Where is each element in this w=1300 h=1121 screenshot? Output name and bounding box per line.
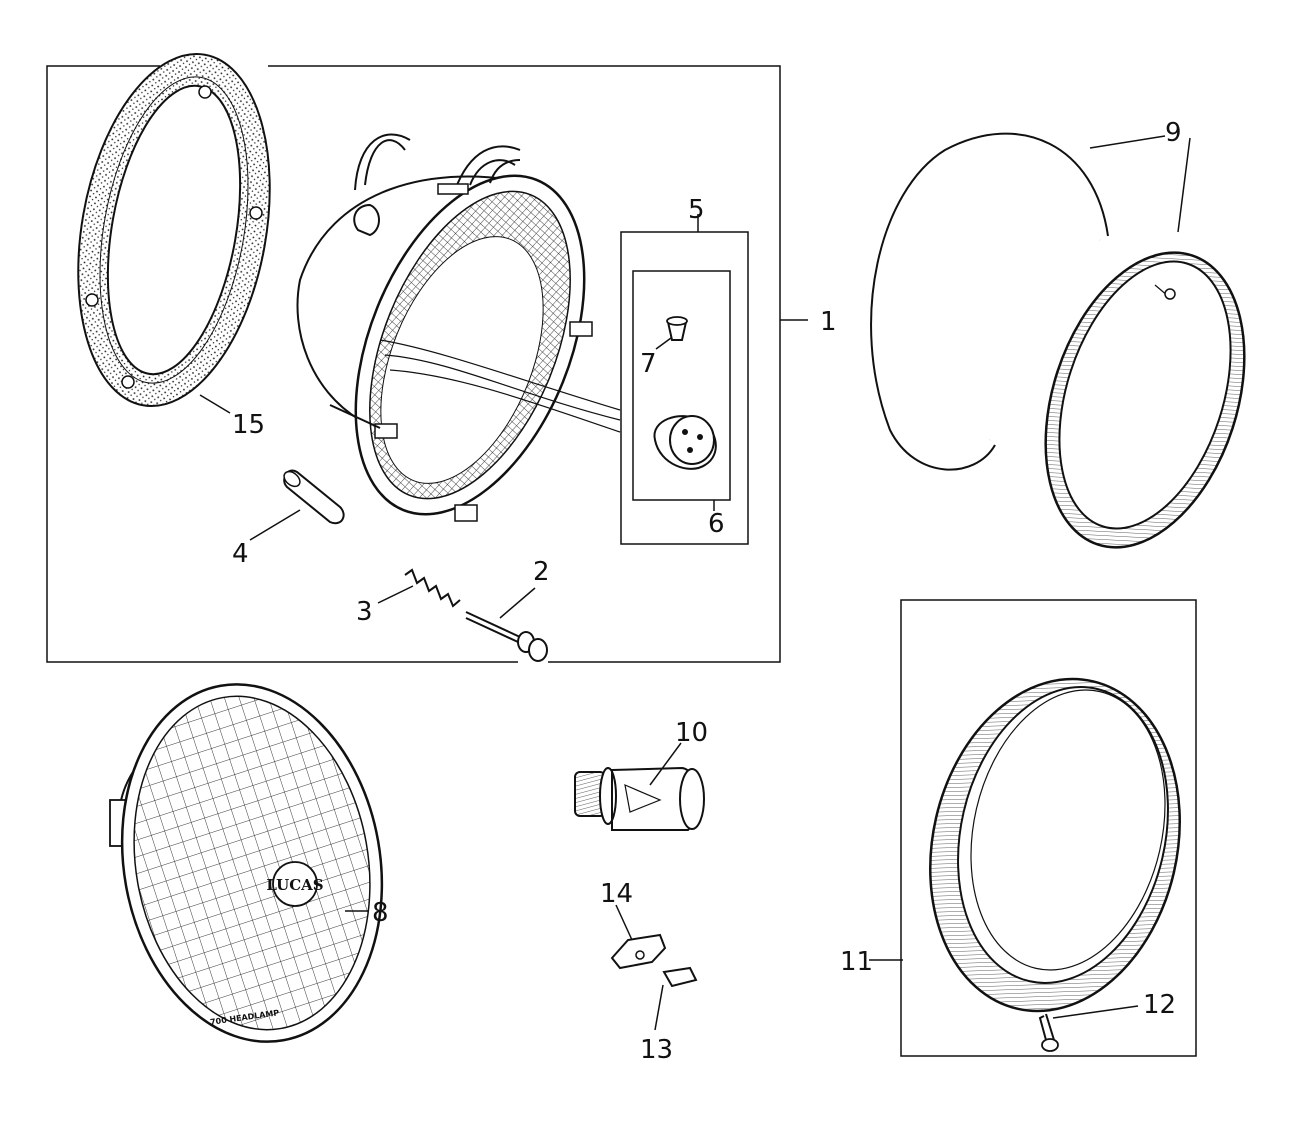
spring-drawing <box>404 568 461 608</box>
callout-15: 15 <box>232 410 265 440</box>
rim-bezel-drawing <box>929 677 1181 1013</box>
screw-drawing <box>1038 1013 1059 1052</box>
callout-4: 4 <box>232 539 249 569</box>
headlamp-shell-drawing <box>296 133 621 522</box>
bulb-drawing <box>574 766 705 831</box>
callout-5: 5 <box>688 195 705 225</box>
bulb-holder-frame-6 <box>632 270 731 501</box>
callout-9: 9 <box>1165 118 1182 148</box>
bulb-holder-frame-5 <box>620 231 749 545</box>
callout-13: 13 <box>640 1035 673 1065</box>
callout-12: 12 <box>1143 990 1176 1020</box>
rim-gasket-drawing <box>77 52 271 408</box>
light-unit-drawing: LUCAS 700 HEADLAMP <box>109 683 384 1043</box>
callout-11: 11 <box>840 947 873 977</box>
assembly-frame-1 <box>46 65 781 663</box>
callout-1: 1 <box>820 307 837 337</box>
leader-lines <box>199 135 1191 1031</box>
callout-8: 8 <box>372 898 389 928</box>
callout-3: 3 <box>356 597 373 627</box>
tube-drawing <box>283 469 345 525</box>
callout-6: 6 <box>708 509 725 539</box>
callout-labels: 1 2 3 4 5 6 7 8 9 10 11 12 13 14 15 <box>232 118 1182 1065</box>
callout-7: 7 <box>640 349 657 379</box>
adjusting-screw-drawing <box>465 611 548 662</box>
clip-13-drawing <box>662 966 698 988</box>
bezel-frame-11 <box>900 599 1197 1057</box>
retaining-rim-drawing <box>870 132 1109 471</box>
lucas-logo-text: LUCAS <box>266 876 323 894</box>
clip-14-drawing <box>610 933 667 970</box>
callout-14: 14 <box>600 879 633 909</box>
bulb-holder-drawing <box>653 415 717 470</box>
callout-10: 10 <box>675 718 708 748</box>
rivet-drawing <box>666 316 688 341</box>
seating-ring-drawing <box>1044 251 1246 549</box>
callout-2: 2 <box>533 557 550 587</box>
